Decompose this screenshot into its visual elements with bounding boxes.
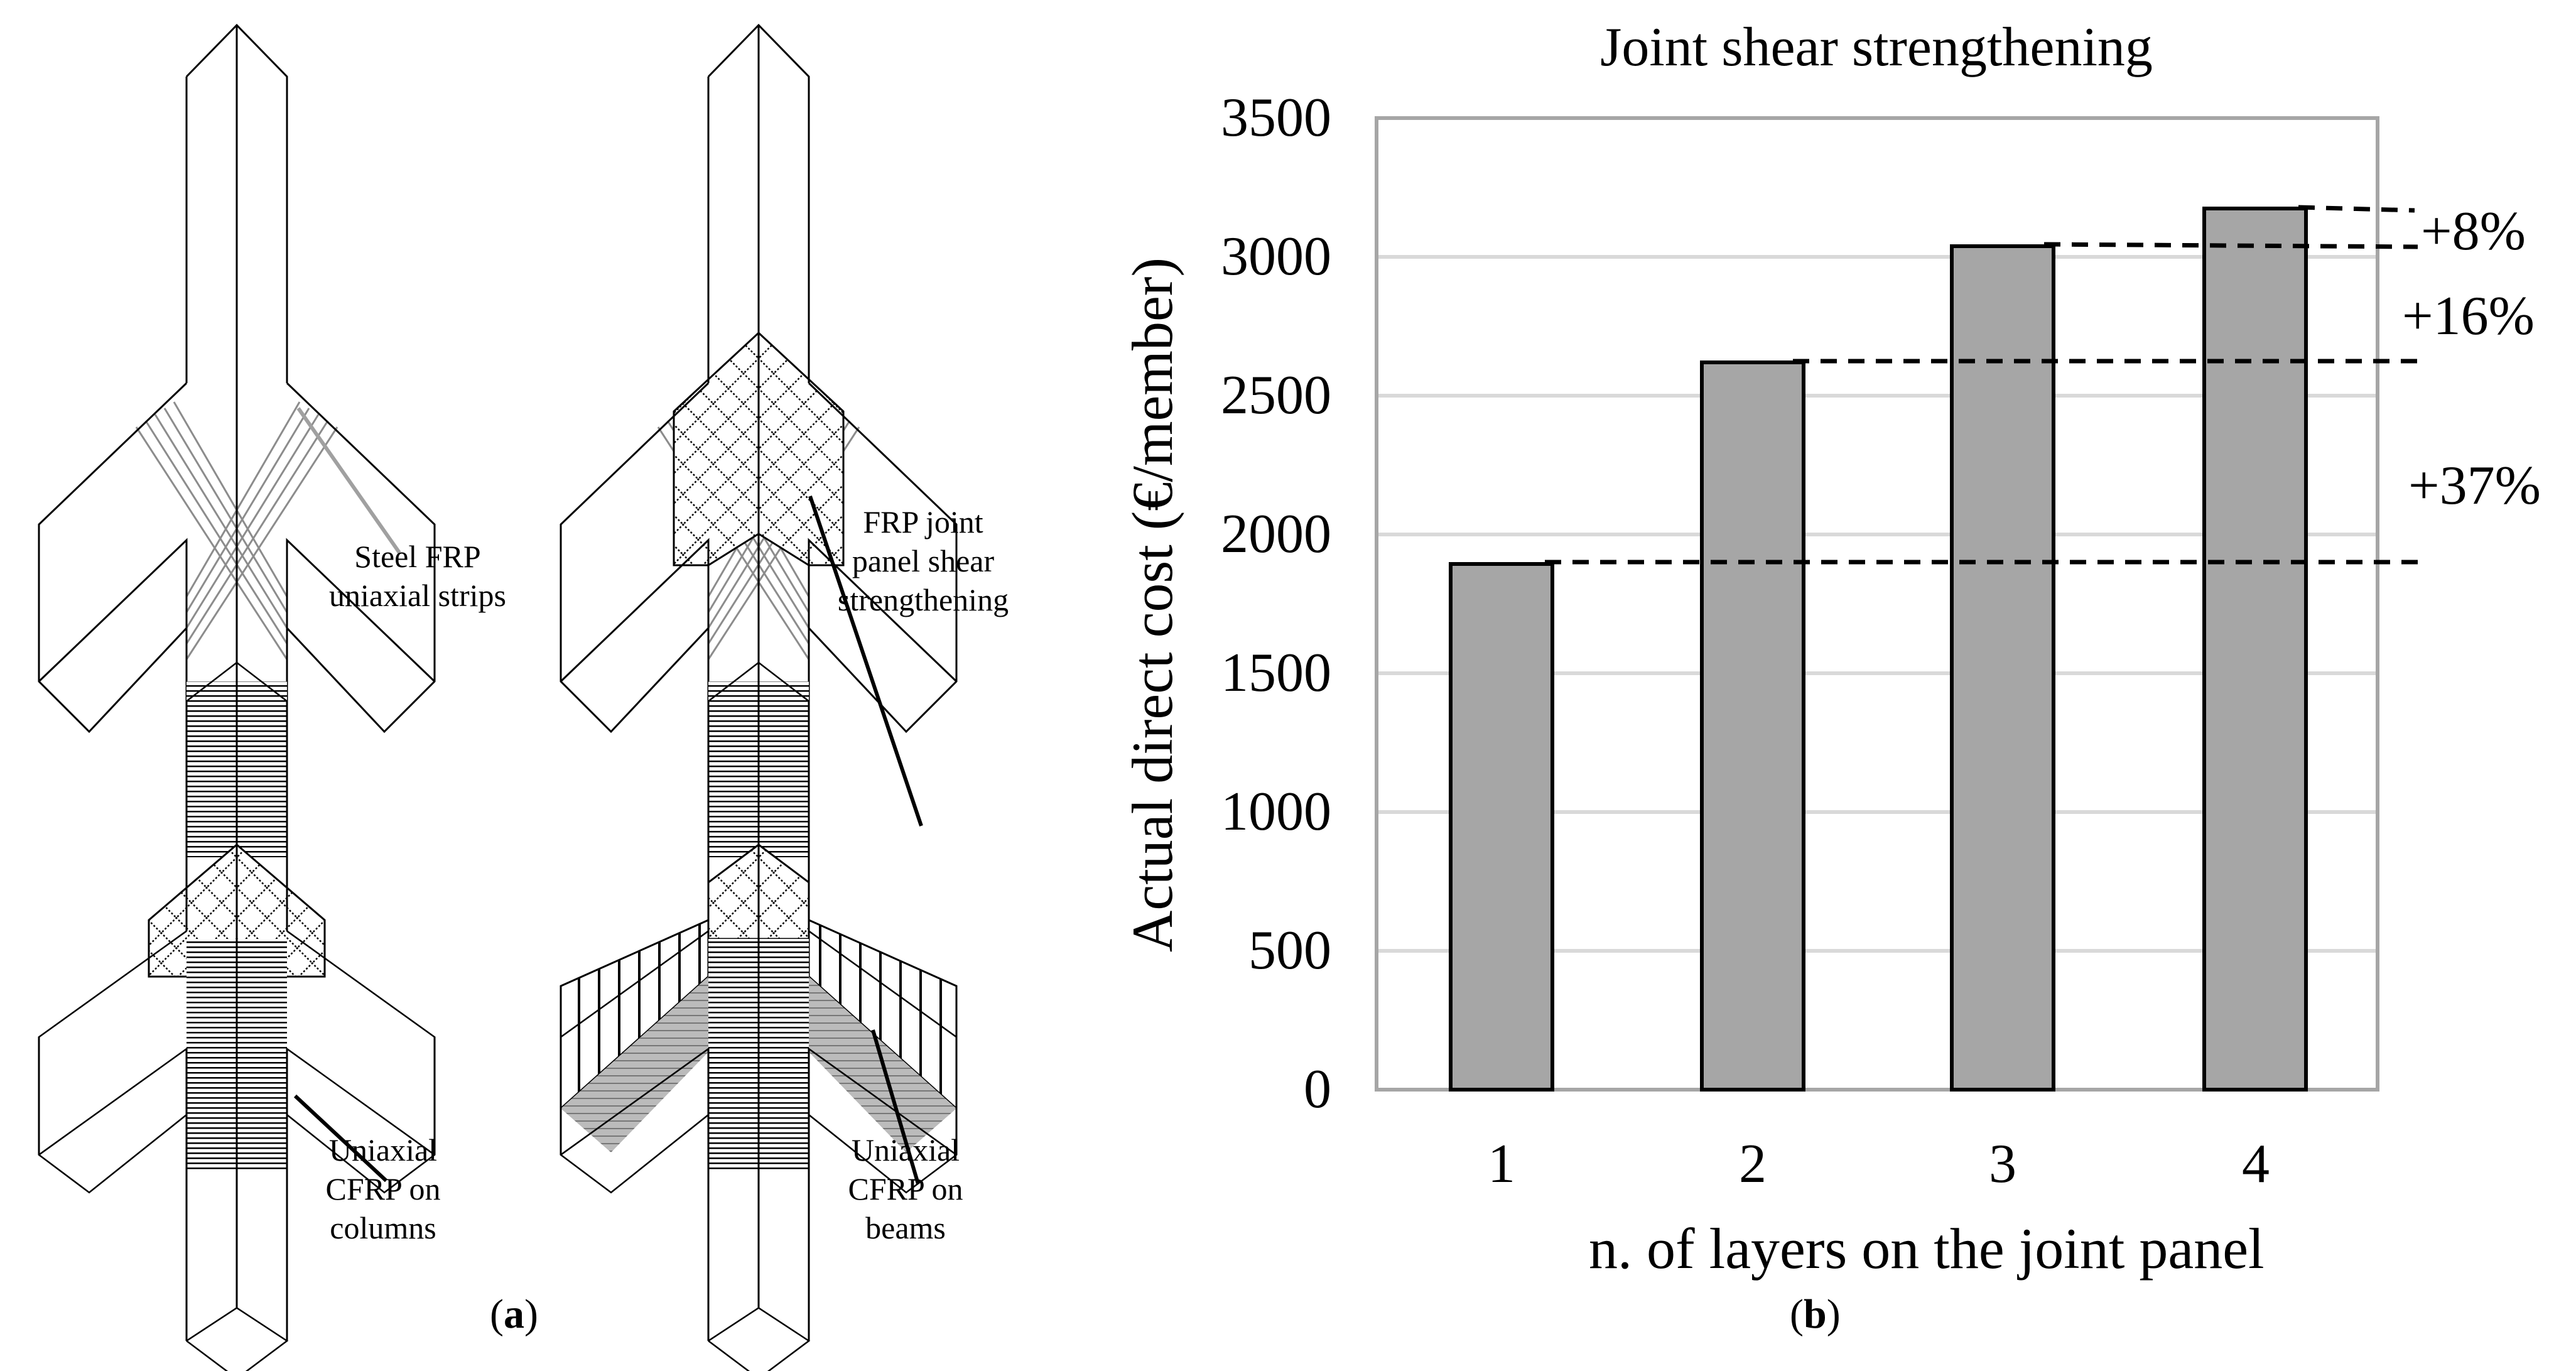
bar-1 xyxy=(1449,562,1554,1092)
panel-a-caption: (a) xyxy=(490,1291,538,1338)
y-tick: 1500 xyxy=(1221,642,1331,703)
caption-paren: ) xyxy=(1826,1291,1841,1337)
leader-line-steel-frp xyxy=(296,407,401,554)
label-line: CFRP on xyxy=(848,1171,963,1206)
bar-4 xyxy=(2202,207,2308,1092)
label-line: panel shear xyxy=(852,543,995,578)
joint-cfrp-beams xyxy=(560,661,958,1371)
x-tick: 3 xyxy=(1989,1134,2016,1195)
y-tick: 2000 xyxy=(1221,504,1331,565)
label-line: Steel FRP xyxy=(354,539,481,574)
annotation-plus-37: +37% xyxy=(2408,455,2541,516)
reference-lines xyxy=(1545,205,2418,565)
annotation-plus-16: +16% xyxy=(2402,286,2535,347)
caption-paren: ( xyxy=(1790,1291,1804,1337)
label-line: CFRP on xyxy=(325,1171,441,1206)
x-axis-title: n. of layers on the joint panel xyxy=(1589,1217,2265,1281)
label-line: FRP joint xyxy=(863,504,983,539)
caption-letter: b xyxy=(1803,1291,1827,1337)
x-tick: 4 xyxy=(2242,1134,2270,1195)
y-tick: 2500 xyxy=(1221,365,1331,426)
label-line: Uniaxial xyxy=(328,1132,438,1168)
panel-b-caption: (b) xyxy=(1790,1291,1841,1338)
caption-paren: ) xyxy=(524,1291,538,1337)
label-frp-joint: FRP joint panel shear strengthening xyxy=(829,502,1017,619)
plot-area xyxy=(1375,116,2418,1092)
y-tick: 1000 xyxy=(1221,781,1331,842)
x-tick: 2 xyxy=(1739,1134,1767,1195)
label-line: beams xyxy=(865,1210,946,1245)
bar-3 xyxy=(1950,244,2055,1092)
x-tick: 1 xyxy=(1488,1134,1515,1195)
y-tick: 3500 xyxy=(1221,87,1331,148)
leader-line-cfrp-beams xyxy=(871,1029,920,1184)
label-line: uniaxial strips xyxy=(329,578,506,613)
caption-letter: a xyxy=(503,1291,524,1337)
label-cfrp-columns: Uniaxial CFRP on columns xyxy=(289,1130,477,1247)
joint-cfrp-columns xyxy=(38,661,436,1371)
plot-frame xyxy=(1375,116,2379,1092)
label-steel-frp: Steel FRP uniaxial strips xyxy=(323,537,512,615)
chart-title: Joint shear strengthening xyxy=(1600,17,2153,78)
panel-a-drawings xyxy=(38,24,958,1371)
annotation-plus-8: +8% xyxy=(2421,201,2526,262)
leader-line-cfrp-columns xyxy=(293,1094,388,1183)
y-tick: 3000 xyxy=(1221,226,1331,287)
bar-2 xyxy=(1700,360,1805,1092)
leader-line-frp-joint xyxy=(808,496,923,826)
label-cfrp-beams: Uniaxial CFRP on beams xyxy=(811,1130,1000,1247)
y-tick: 500 xyxy=(1248,920,1331,981)
label-line: columns xyxy=(330,1210,436,1245)
joint-frp-panel xyxy=(560,24,958,981)
caption-paren: ( xyxy=(490,1291,504,1337)
y-axis-title: Actual direct cost (€/member) xyxy=(1120,257,1184,953)
label-line: strengthening xyxy=(837,582,1009,617)
bars xyxy=(1449,207,2308,1092)
y-tick: 0 xyxy=(1304,1059,1331,1120)
label-line: Uniaxial xyxy=(851,1132,960,1168)
